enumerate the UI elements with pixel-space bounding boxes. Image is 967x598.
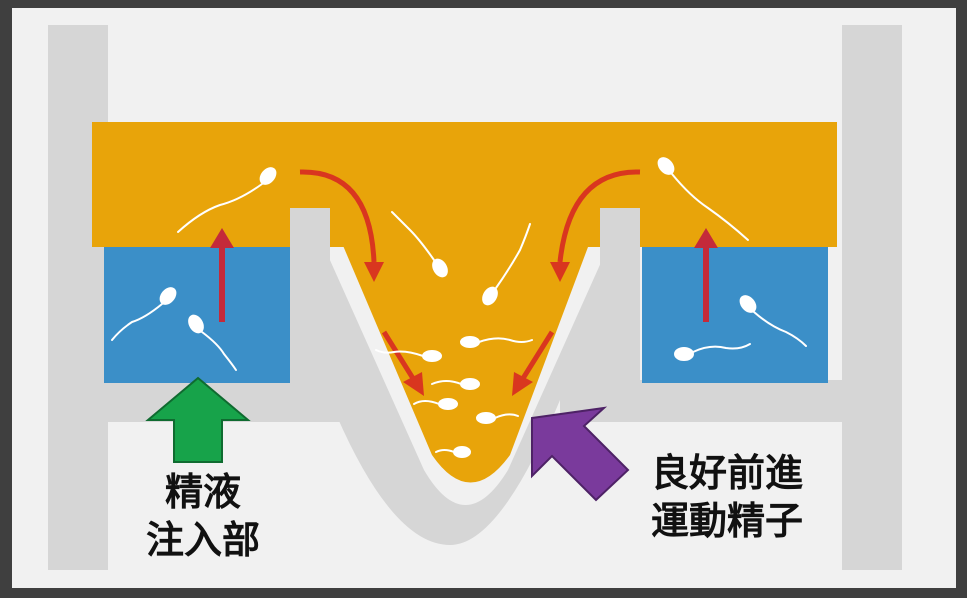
red-curved-arrow-head <box>550 262 570 282</box>
collection-well-medium <box>330 215 600 483</box>
sperm-cell-icon <box>413 398 458 410</box>
semen-inlet-label-line1: 精液 <box>164 470 241 514</box>
sperm-cell-icon <box>391 211 448 278</box>
green-up-arrow-icon <box>145 376 251 463</box>
sperm-cell-icon <box>482 223 531 306</box>
sperm-cell-icon <box>739 295 807 347</box>
red-up-arrow-icon <box>210 228 234 322</box>
semen-inlet-label-line2: 注入部 <box>145 518 260 562</box>
semen-inlet-label: 精液 注入部 <box>118 468 288 564</box>
left-outer-wall <box>48 25 108 570</box>
red-curved-arrow-icon <box>519 330 555 382</box>
sperm-cell-icon <box>435 446 471 458</box>
sperm-cell-icon <box>431 378 480 390</box>
sperm-cell-icon <box>476 412 519 424</box>
collection-well-wall <box>290 220 640 545</box>
purple-diagonal-arrow-icon <box>531 406 630 502</box>
motile-sperm-label-line2: 運動精子 <box>650 499 803 543</box>
red-curved-arrow-icon <box>299 169 377 263</box>
sperm-cell-icon <box>375 349 442 362</box>
sperm-cell-icon <box>111 287 177 341</box>
motile-sperm-label-line1: 良好前進 <box>650 451 803 495</box>
sperm-cell-icon <box>177 167 277 233</box>
red-curved-arrow-icon <box>557 169 641 263</box>
sperm-cell-icon <box>657 157 749 241</box>
sperm-cell-icon <box>188 314 237 371</box>
semen-chamber-left <box>104 247 290 383</box>
semen-chamber-right <box>642 247 828 383</box>
sperm-cell-icon <box>460 336 533 348</box>
sperm-cell-icon <box>674 343 751 361</box>
red-curved-arrow-head <box>364 262 384 282</box>
red-up-arrow-icon <box>694 228 718 322</box>
motile-sperm-label: 良好前進 運動精子 <box>622 449 832 545</box>
red-curved-arrow-head <box>403 372 424 396</box>
red-curved-arrow-head <box>512 372 533 396</box>
right-outer-wall <box>842 25 902 570</box>
red-curved-arrow-icon <box>381 330 417 382</box>
